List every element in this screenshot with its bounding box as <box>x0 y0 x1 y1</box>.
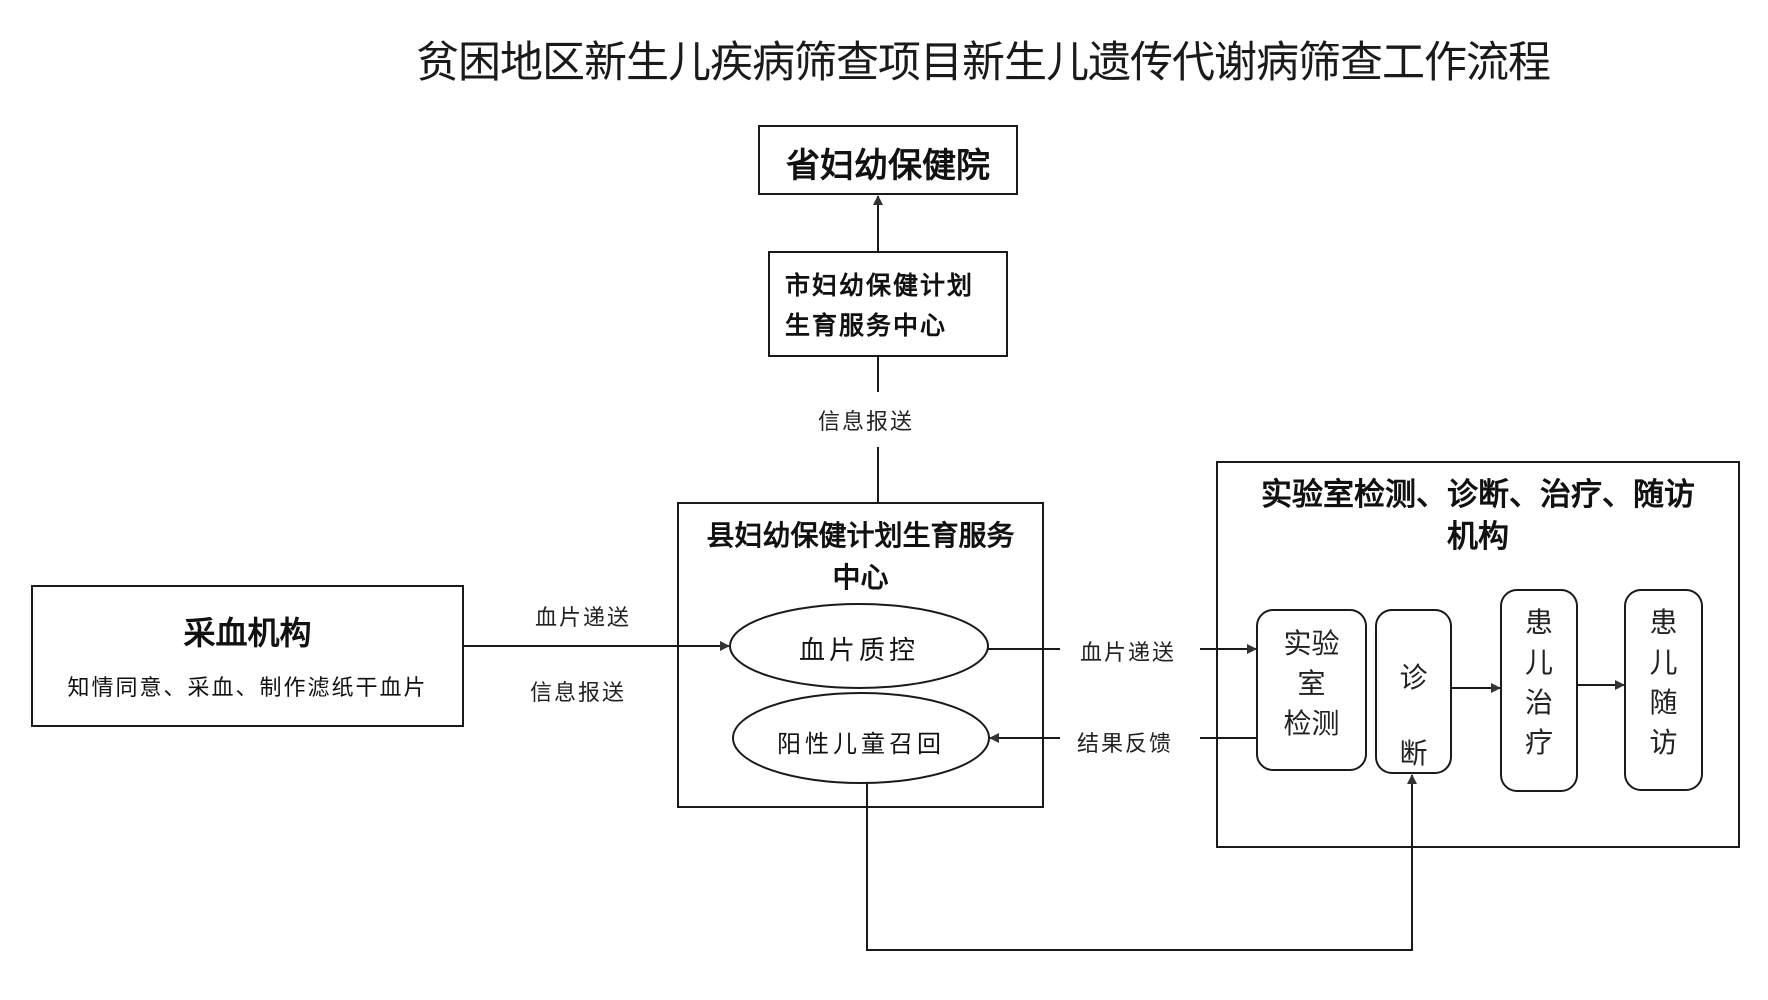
followup-line: 患 <box>1649 606 1678 639</box>
province-label: 省妇幼保健院 <box>786 146 990 186</box>
treatment-line: 疗 <box>1524 726 1553 759</box>
county-label: 县妇幼保健计划生育服务 中心 <box>678 515 1043 599</box>
treatment-line: 治 <box>1524 686 1553 719</box>
edge-label-collection-blood: 血片递送 <box>535 606 632 631</box>
recall-to-diagnosis-arrow <box>866 774 1417 951</box>
lab-group-label: 实验室检测、诊断、治疗、随访 机构 <box>1217 474 1739 558</box>
collection-box <box>31 585 464 727</box>
blood-qc-ellipse <box>729 603 989 689</box>
county-label-line2: 中心 <box>832 561 889 594</box>
city-label-line1: 市妇幼保健计划 <box>785 271 975 300</box>
lab-test-box <box>1256 609 1367 771</box>
diagnosis-label: 诊 断 <box>1376 640 1451 792</box>
treatment-box <box>1500 589 1578 792</box>
followup-line: 儿 <box>1649 646 1678 679</box>
lab-test-line: 实验 <box>1283 627 1340 660</box>
treatment-line: 儿 <box>1524 646 1553 679</box>
followup-line: 访 <box>1649 726 1678 759</box>
recall-label: 阳性儿童召回 <box>777 730 945 758</box>
diagnosis-line: 断 <box>1399 737 1428 770</box>
blood-qc-label: 血片质控 <box>798 636 919 666</box>
edge-label-collection-info: 信息报送 <box>530 681 627 706</box>
edge-label-county-to-city: 信息报送 <box>818 410 915 435</box>
page-title: 贫困地区新生儿疾病筛查项目新生儿遗传代谢病筛查工作流程 <box>416 38 1551 88</box>
province-box <box>758 125 1018 195</box>
treatment-label: 患 儿 治 疗 <box>1501 603 1577 763</box>
lab-test-line: 室 <box>1297 667 1326 700</box>
diagnosis-box <box>1375 609 1452 774</box>
collection-subtitle: 知情同意、采血、制作滤纸干血片 <box>67 676 428 701</box>
followup-label: 患 儿 随 访 <box>1625 603 1702 763</box>
lab-group-label-line2: 机构 <box>1447 519 1509 555</box>
county-box <box>677 502 1044 808</box>
lab-test-label: 实验 室 检测 <box>1257 624 1366 744</box>
edge-label-qc-to-lab: 血片递送 <box>1080 641 1177 666</box>
county-label-line1: 县妇幼保健计划生育服务 <box>706 519 1015 552</box>
city-box <box>768 251 1008 357</box>
lab-test-line: 检测 <box>1283 707 1340 740</box>
treatment-line: 患 <box>1524 606 1553 639</box>
followup-line: 随 <box>1649 686 1678 719</box>
city-label: 市妇幼保健计划 生育服务中心 <box>785 266 1005 346</box>
city-label-line2: 生育服务中心 <box>785 311 948 340</box>
edge-label-lab-feedback: 结果反馈 <box>1077 732 1174 757</box>
lab-group-label-line1: 实验室检测、诊断、治疗、随访 <box>1261 477 1695 513</box>
followup-box <box>1624 589 1703 791</box>
collection-title: 采血机构 <box>183 614 312 652</box>
diagnosis-line: 诊 <box>1399 661 1428 694</box>
lab-group-box <box>1216 461 1740 848</box>
